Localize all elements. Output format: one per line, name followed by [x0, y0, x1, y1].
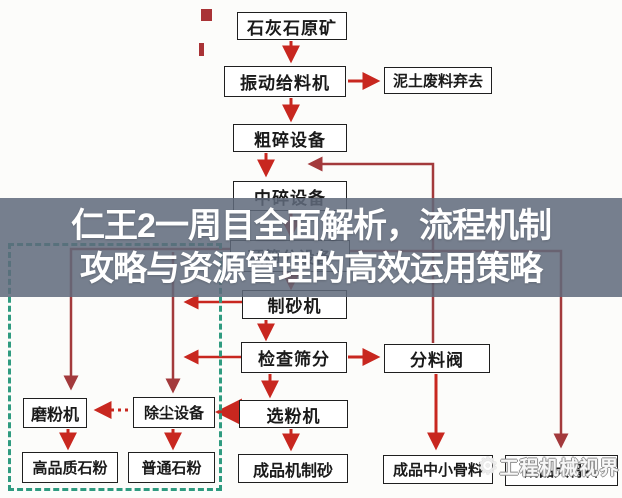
gear-icon: ⚙ [477, 452, 499, 480]
node-coarse-crusher: 粗碎设备 [233, 124, 347, 152]
node-ordinary-stone-powder: 普通石粉 [128, 452, 215, 483]
banner-title-line2: 攻略与资源管理的高效运用策略 [80, 249, 543, 288]
node-finished-medium-small-aggregate: 成品中小骨料 [383, 455, 493, 484]
node-limestone-raw-ore: 石灰石原矿 [237, 12, 347, 40]
node-finished-machine-sand: 成品机制砂 [238, 454, 348, 483]
node-splitter-valve: 分料阀 [384, 344, 490, 373]
node-dust-collector: 除尘设备 [133, 397, 215, 428]
node-powder-separator: 选粉机 [239, 400, 348, 428]
node-high-quality-stone-powder: 高品质石粉 [22, 452, 118, 483]
node-grinding-mill: 磨粉机 [23, 398, 87, 428]
red-corner-mark [199, 43, 204, 56]
node-finished-large-aggregate: 成品大骨料 [505, 455, 618, 486]
watermark-text: 工程机械视界 [499, 458, 620, 479]
banner-title-line1: 仁王2一周目全面解析，流程机制 [71, 206, 552, 245]
node-check-screening: 检查筛分 [241, 342, 347, 373]
node-dirt-waste-discard: 泥土废料弃去 [384, 67, 492, 94]
red-corner-mark [201, 9, 212, 21]
watermark: ⚙ 工程机械视界 [477, 453, 620, 480]
node-vibrating-feeder: 振动给料机 [224, 66, 346, 97]
title-banner: 仁王2一周目全面解析，流程机制 攻略与资源管理的高效运用策略 [0, 198, 622, 297]
